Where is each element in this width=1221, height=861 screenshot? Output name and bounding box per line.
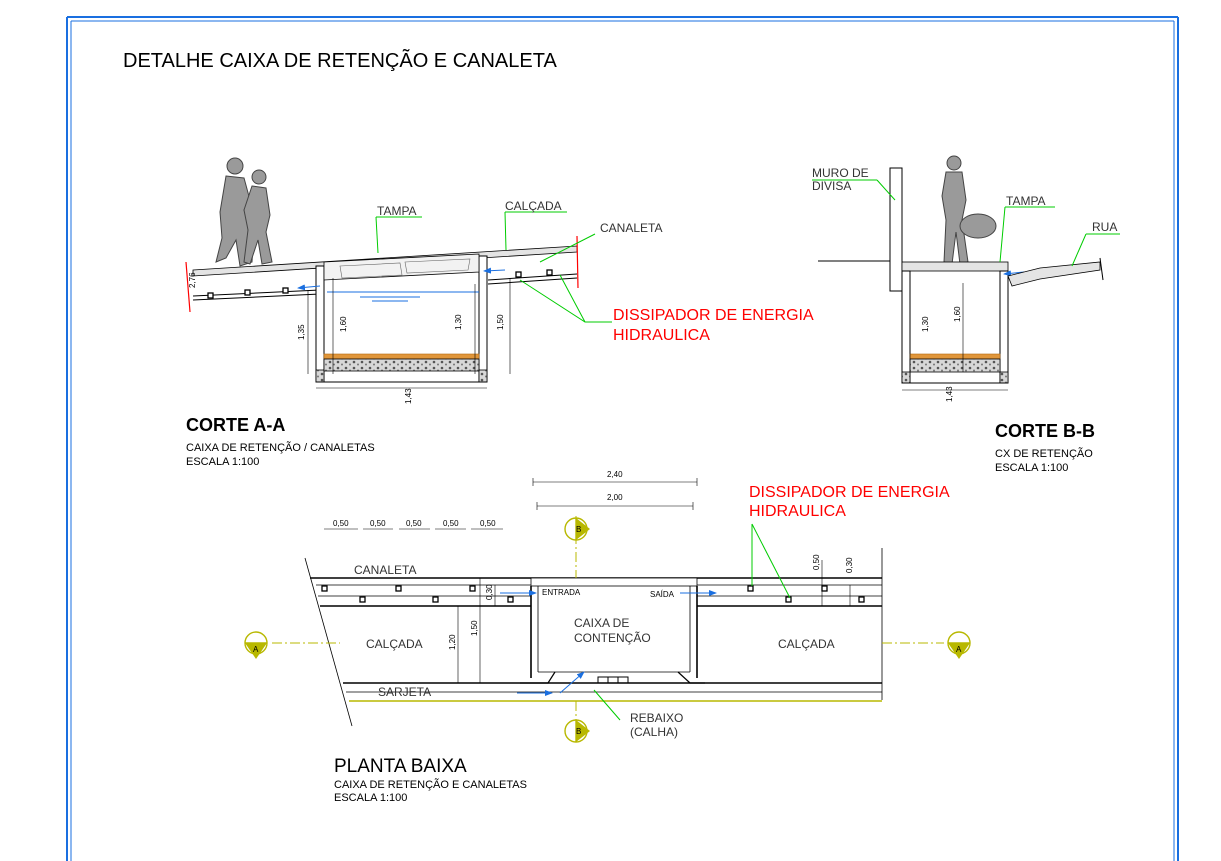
dim-bb-130: 1,30 <box>921 316 930 332</box>
dim-aa-160: 1,60 <box>339 316 348 332</box>
label-plan-canaleta: CANALETA <box>354 563 416 577</box>
label-plan-rebaixo-line1: REBAIXO <box>630 711 683 725</box>
person-silhouette-bb <box>941 155 997 265</box>
dim-plan-050-right: 0,50 <box>812 554 821 570</box>
dim-aa-150: 1,50 <box>496 314 505 330</box>
plan-subtitle: CAIXA DE RETENÇÃO E CANALETAS <box>334 778 527 791</box>
label-bb-rua: RUA <box>1092 220 1117 234</box>
section-aa-title: CORTE A-A <box>186 415 285 435</box>
dim-bb-143: 1,43 <box>945 386 954 402</box>
label-plan-calcada-right: CALÇADA <box>778 637 835 651</box>
section-bb-title: CORTE B-B <box>995 421 1095 441</box>
dim-plan-240: 2,40 <box>607 470 623 479</box>
dim-plan-150: 1,50 <box>470 620 479 636</box>
label-plan-saida: SAÍDA <box>650 590 675 599</box>
dim-plan-050-3: 0,50 <box>406 519 422 528</box>
dim-aa-135: 1,35 <box>297 324 306 340</box>
label-aa-calcada: CALÇADA <box>505 199 562 213</box>
dissipador-label-top-line1: DISSIPADOR DE ENERGIA <box>613 307 814 324</box>
dim-aa-276: 2,76 <box>188 272 197 288</box>
label-plan-caixa-line1: CAIXA DE <box>574 616 629 630</box>
label-aa-canaleta: CANALETA <box>600 221 662 235</box>
section-aa-subtitle: CAIXA DE RETENÇÃO / CANALETAS <box>186 441 375 454</box>
sheet-frame <box>66 16 1179 861</box>
label-plan-rebaixo-line2: (CALHA) <box>630 725 678 739</box>
section-marker-a-right: A <box>947 631 971 659</box>
label-plan-sarjeta: SARJETA <box>378 685 431 699</box>
section-marker-b-top: B <box>564 517 590 541</box>
label-plan-entrada: ENTRADA <box>542 588 581 597</box>
marker-b-top-label: B <box>576 525 581 534</box>
marker-b-bottom-label: B <box>576 727 581 736</box>
section-aa-drawing: 2,76 1,35 1,60 1,30 1,50 1,43 TAMPA CALÇ… <box>185 157 662 404</box>
dim-plan-200: 2,00 <box>607 493 623 502</box>
label-bb-muro-line1: MURO DE <box>812 166 869 180</box>
dim-plan-120: 1,20 <box>448 634 457 650</box>
channel-blocks-aa <box>207 269 553 299</box>
plan-drawing: 2,40 2,00 0,50 0,50 0,50 0,50 0,50 <box>272 470 944 727</box>
dim-plan-050-4: 0,50 <box>443 519 459 528</box>
section-aa-scale: ESCALA 1:100 <box>186 456 259 468</box>
people-silhouette-aa <box>215 157 273 267</box>
section-marker-a-left: A <box>244 631 268 659</box>
dim-plan-030-center: 0,30 <box>485 584 494 600</box>
dim-plan-030-right: 0,30 <box>845 557 854 573</box>
label-aa-tampa: TAMPA <box>377 204 417 218</box>
marker-a-left-label: A <box>253 645 259 654</box>
dim-bb-160: 1,60 <box>953 306 962 322</box>
channel-blocks-plan <box>321 585 865 603</box>
section-marker-b-bottom: B <box>564 719 590 743</box>
dim-aa-130: 1,30 <box>454 314 463 330</box>
section-bb-subtitle: CX DE RETENÇÃO <box>995 447 1093 460</box>
plan-title: PLANTA BAIXA <box>334 756 467 777</box>
drawing-title: DETALHE CAIXA DE RETENÇÃO E CANALETA <box>123 48 557 72</box>
label-plan-caixa-line2: CONTENÇÃO <box>574 631 651 645</box>
label-bb-muro-line2: DIVISA <box>812 179 851 193</box>
marker-a-right-label: A <box>956 645 962 654</box>
dissipador-label-plan-line2: HIDRAULICA <box>749 503 846 520</box>
section-bb-drawing: MURO DE DIVISA 1,30 1,60 1,43 <box>812 155 1120 402</box>
dim-aa-143: 1,43 <box>404 388 413 404</box>
section-bb-scale: ESCALA 1:100 <box>995 462 1068 474</box>
dim-plan-050-1: 0,50 <box>333 519 349 528</box>
dissipador-label-top-line2: HIDRAULICA <box>613 327 710 344</box>
plan-scale: ESCALA 1:100 <box>334 792 407 804</box>
dim-plan-050-2: 0,50 <box>370 519 386 528</box>
label-bb-tampa: TAMPA <box>1006 194 1046 208</box>
label-plan-calcada-left: CALÇADA <box>366 637 423 651</box>
dim-plan-050-5: 0,50 <box>480 519 496 528</box>
dissipador-label-plan-line1: DISSIPADOR DE ENERGIA <box>749 484 950 501</box>
